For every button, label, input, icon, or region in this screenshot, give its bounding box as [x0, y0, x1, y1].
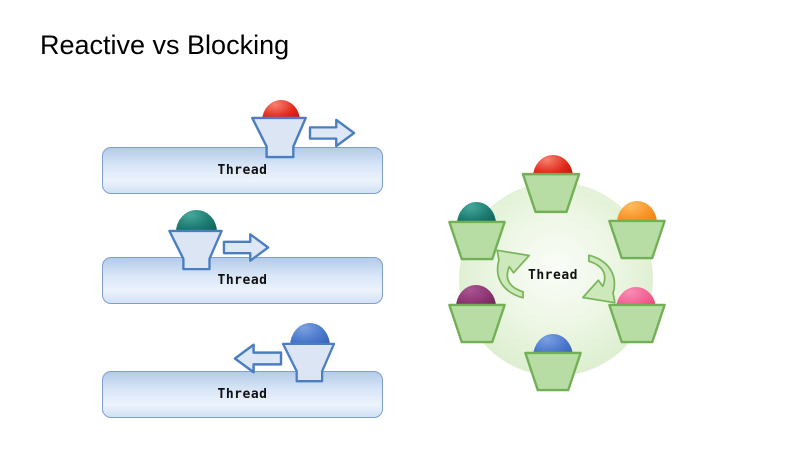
thread-bar-label: Thread [217, 163, 268, 178]
task-ball-blue [533, 334, 573, 357]
rotation-arrow-up-icon [496, 249, 530, 299]
task-ball-blue [290, 323, 330, 346]
flow-arrow-right-icon [222, 233, 270, 262]
task-ball-green [176, 210, 217, 232]
task-ball-red [262, 100, 300, 121]
task-funnel-icon [168, 229, 223, 271]
worker-bucket-icon [521, 172, 581, 214]
worker-bucket-icon [608, 219, 666, 260]
task-ball-purple [456, 285, 496, 307]
worker-bucket-icon [608, 303, 666, 344]
event-loop-thread-label: Thread [528, 268, 578, 283]
task-funnel-icon [281, 342, 336, 383]
thread-bar: Thread [102, 147, 383, 194]
slide-title: Reactive vs Blocking [40, 30, 290, 60]
thread-bar-label: Thread [217, 273, 268, 288]
task-ball-red [533, 155, 573, 177]
thread-bar: Thread [102, 371, 383, 418]
thread-bar: Thread [102, 257, 383, 304]
rotation-arrow-down-icon [582, 254, 616, 304]
flow-arrow-left-icon [233, 343, 283, 374]
task-funnel-icon [251, 116, 307, 159]
task-ball-pink [616, 287, 656, 309]
flow-arrow-right-icon [308, 118, 356, 148]
thread-bar-label: Thread [217, 387, 268, 402]
worker-bucket-icon [448, 220, 506, 261]
worker-bucket-icon [524, 351, 582, 392]
task-ball-teal [457, 202, 496, 224]
worker-bucket-icon [448, 303, 506, 344]
task-ball-orange [617, 201, 657, 223]
